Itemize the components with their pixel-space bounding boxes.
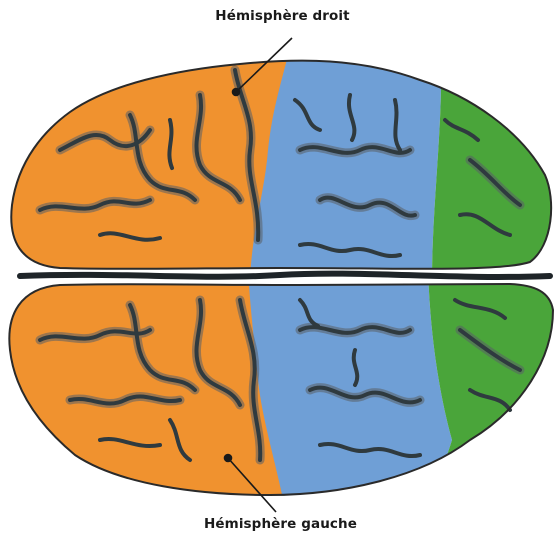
longitudinal-fissure [20,274,550,277]
right-occipital-lobe [432,40,557,280]
right-hemisphere [0,0,557,280]
pointer-dot-bottom [225,455,232,462]
label-left-hemisphere: Hémisphère gauche [0,516,557,532]
pointer-dot-top [233,89,240,96]
left-hemisphere [0,270,557,510]
label-right-hemisphere: Hémisphère droit [0,8,557,24]
left-parietal-lobe [248,270,452,510]
left-frontal-lobe [0,270,290,510]
